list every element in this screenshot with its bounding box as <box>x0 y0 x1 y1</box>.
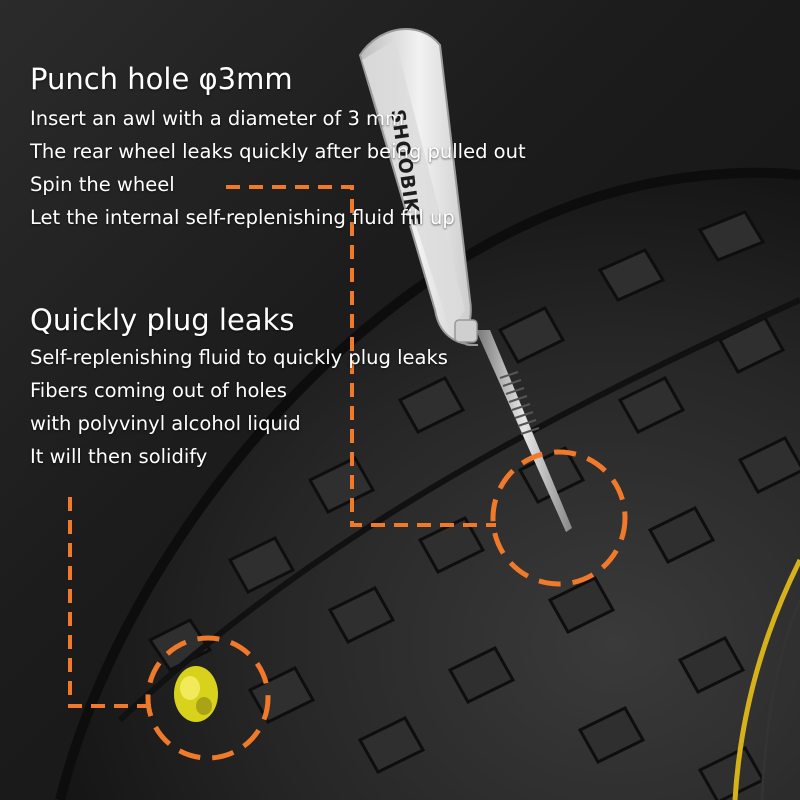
dashed-leader-top <box>226 185 496 527</box>
plug-highlight-circle <box>145 635 271 761</box>
plug-line-1: Self-replenishing fluid to quickly plug … <box>30 346 448 369</box>
plug-material <box>174 666 218 722</box>
punch-line-2: The rear wheel leaks quickly after being… <box>30 140 526 163</box>
section-punch-hole-title: Punch hole φ3mm <box>30 62 293 96</box>
plug-line-3: with polyvinyl alcohol liquid <box>30 412 301 435</box>
section-plug-leaks: Quickly plug leaks Self-replenishing flu… <box>30 303 448 473</box>
dashed-leader-bottom <box>68 497 156 708</box>
punch-line-3: Spin the wheel <box>30 173 175 196</box>
plug-line-4: It will then solidify <box>30 445 208 468</box>
plug-line-2: Fibers coming out of holes <box>30 379 287 402</box>
awl-tool <box>358 28 572 532</box>
punch-line-1: Insert an awl with a diameter of 3 mm <box>30 107 405 130</box>
section-plug-leaks-title: Quickly plug leaks <box>30 303 295 337</box>
puncture-highlight-circle <box>490 449 628 587</box>
section-punch-hole: Punch hole φ3mm Insert an awl with a dia… <box>30 62 526 234</box>
punch-line-4: Let the internal self-replenishing fluid… <box>30 206 455 229</box>
